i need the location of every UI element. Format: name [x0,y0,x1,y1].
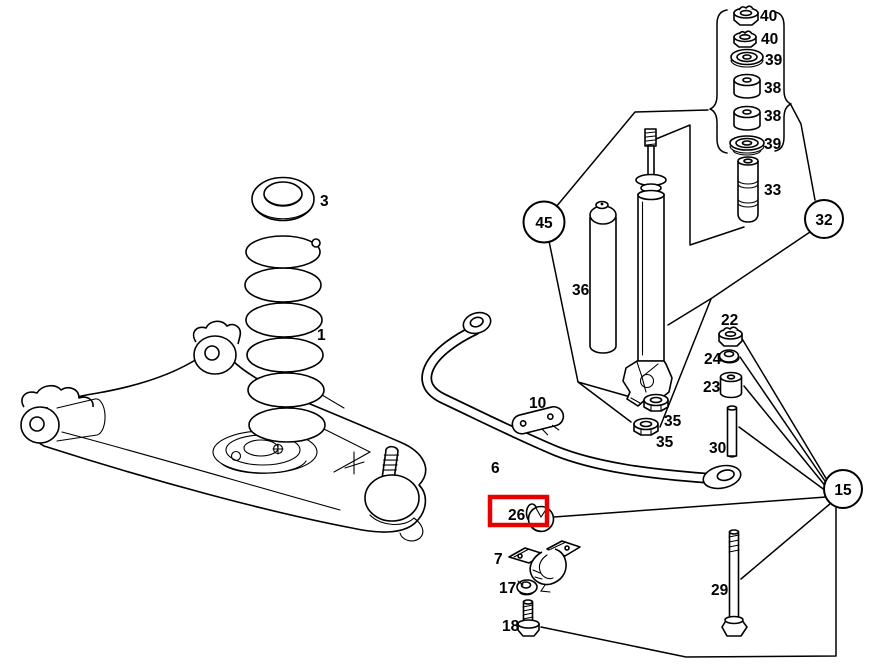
arm-detail-vee [317,425,372,473]
leader-22-to-15 [740,336,828,481]
stabilizer-bushing [525,503,555,533]
stabilizer-clamp [508,540,581,593]
coil-spring [244,235,326,443]
leader-26-to-15 [553,496,827,518]
shock-lock-nut-b [633,417,659,436]
label-1: 1 [317,327,326,344]
rubber-boot-33 [737,156,759,223]
spring-wire-end [311,238,321,248]
label-22: 22 [721,312,738,329]
lock-washer [516,579,538,596]
left-brace [709,9,728,154]
label-6: 6 [491,460,500,477]
callout-15-number: 15 [834,482,852,499]
washer-39b [729,135,765,156]
callout-15: 15 [823,469,863,509]
piston-rod [644,128,657,179]
label-40a: 40 [760,8,777,25]
washer-39a [730,48,764,68]
callout-45: 45 [522,200,566,244]
part-labels: 40 40 39 38 38 39 33 36 3 1 22 24 23 30 … [317,8,783,635]
label-36: 36 [572,282,590,299]
label-35b: 35 [656,434,674,451]
shock-body [637,193,665,362]
highlight-box [487,494,550,528]
ball-joint [364,445,424,542]
label-26: 26 [508,507,526,524]
label-18: 18 [502,618,520,635]
callout-45-number: 45 [535,215,553,232]
leader-18-to-15 [540,507,837,658]
label-39b: 39 [764,136,782,153]
label-24: 24 [704,351,722,368]
right-brace [774,11,792,152]
control-arm [20,320,427,542]
arm-upper-bushing-eye [192,320,242,375]
leader-45-to-nut35b [577,381,632,423]
leader-brace-to-32 [790,104,816,201]
bar-right-eyelet [702,464,742,490]
leader-lines [540,104,837,658]
leader-29-to-15 [740,502,832,580]
bracket-plate [511,405,565,436]
link-bolt-29 [721,529,748,637]
label-30: 30 [709,440,726,457]
spring-seat-ring [251,176,315,222]
leader-rod-to-boot33 [655,124,745,246]
label-29: 29 [711,582,729,599]
stabilizer-bar [421,311,742,490]
washer-24 [718,349,740,364]
shock-absorber [622,128,673,407]
arm-detail-line-1 [61,431,341,511]
mount-stack [729,5,765,223]
stack-braces [709,9,792,154]
label-3: 3 [320,193,329,210]
shock-lock-nut-a [643,393,669,412]
leader-24-to-15 [739,356,828,485]
label-33: 33 [764,182,782,199]
arm-detail-tee [344,451,365,475]
callout-32-number: 32 [815,212,832,229]
label-38b: 38 [764,108,782,125]
nut-40a [733,5,759,26]
label-23: 23 [703,379,721,396]
nut-40b [733,30,757,48]
label-38a: 38 [764,80,782,97]
clamp-bolt [517,599,540,637]
label-39a: 39 [765,52,783,69]
bar-left-eyelet [462,311,492,335]
leader-23-to-15 [743,385,828,489]
label-40b: 40 [761,31,778,48]
gas-strut [589,200,617,354]
bushing-38a [733,73,761,99]
link-hardware [718,326,748,637]
arm-left-bushing-eye [20,384,106,444]
sleeve-30 [726,405,738,458]
castle-nut-22 [718,326,743,347]
label-7: 7 [494,551,503,568]
callout-32: 32 [804,199,844,239]
bushing-38b [733,105,761,131]
label-35a: 35 [664,413,682,430]
label-10: 10 [529,395,546,412]
leader-32-to-shock [667,231,811,326]
leader-30-to-15 [738,426,827,492]
label-17: 17 [499,580,516,597]
bushing-23 [719,371,743,399]
leader-45-to-brace [555,109,709,208]
